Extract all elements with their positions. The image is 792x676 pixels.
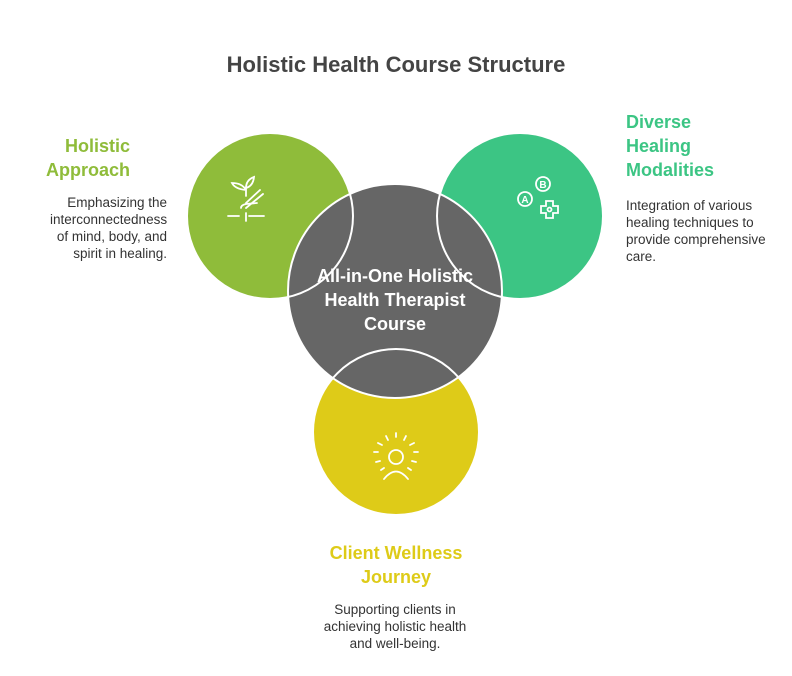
center-label: All-in-One Holistic Health Therapist Cou… bbox=[316, 266, 473, 334]
holistic-approach-heading: Holistic Approach bbox=[45, 136, 130, 180]
svg-text:A: A bbox=[521, 195, 528, 206]
plant-hand-icon bbox=[227, 175, 265, 222]
page-title: Holistic Health Course Structure bbox=[226, 52, 566, 77]
radiant-person-icon bbox=[373, 432, 419, 480]
wellness-journey-description: Supporting clients in achieving holistic… bbox=[323, 602, 467, 651]
center-circle bbox=[288, 184, 502, 398]
wellness-journey-heading: Client Wellness Journey bbox=[329, 543, 463, 587]
healing-modalities-description: Integration of various healing technique… bbox=[626, 198, 766, 264]
svg-text:B: B bbox=[539, 180, 546, 191]
healing-modalities-heading: Diverse Healing Modalities bbox=[626, 112, 715, 180]
options-medical-icon: A B bbox=[517, 176, 559, 219]
holistic-approach-description: Emphasizing the interconnectedness of mi… bbox=[50, 195, 168, 261]
